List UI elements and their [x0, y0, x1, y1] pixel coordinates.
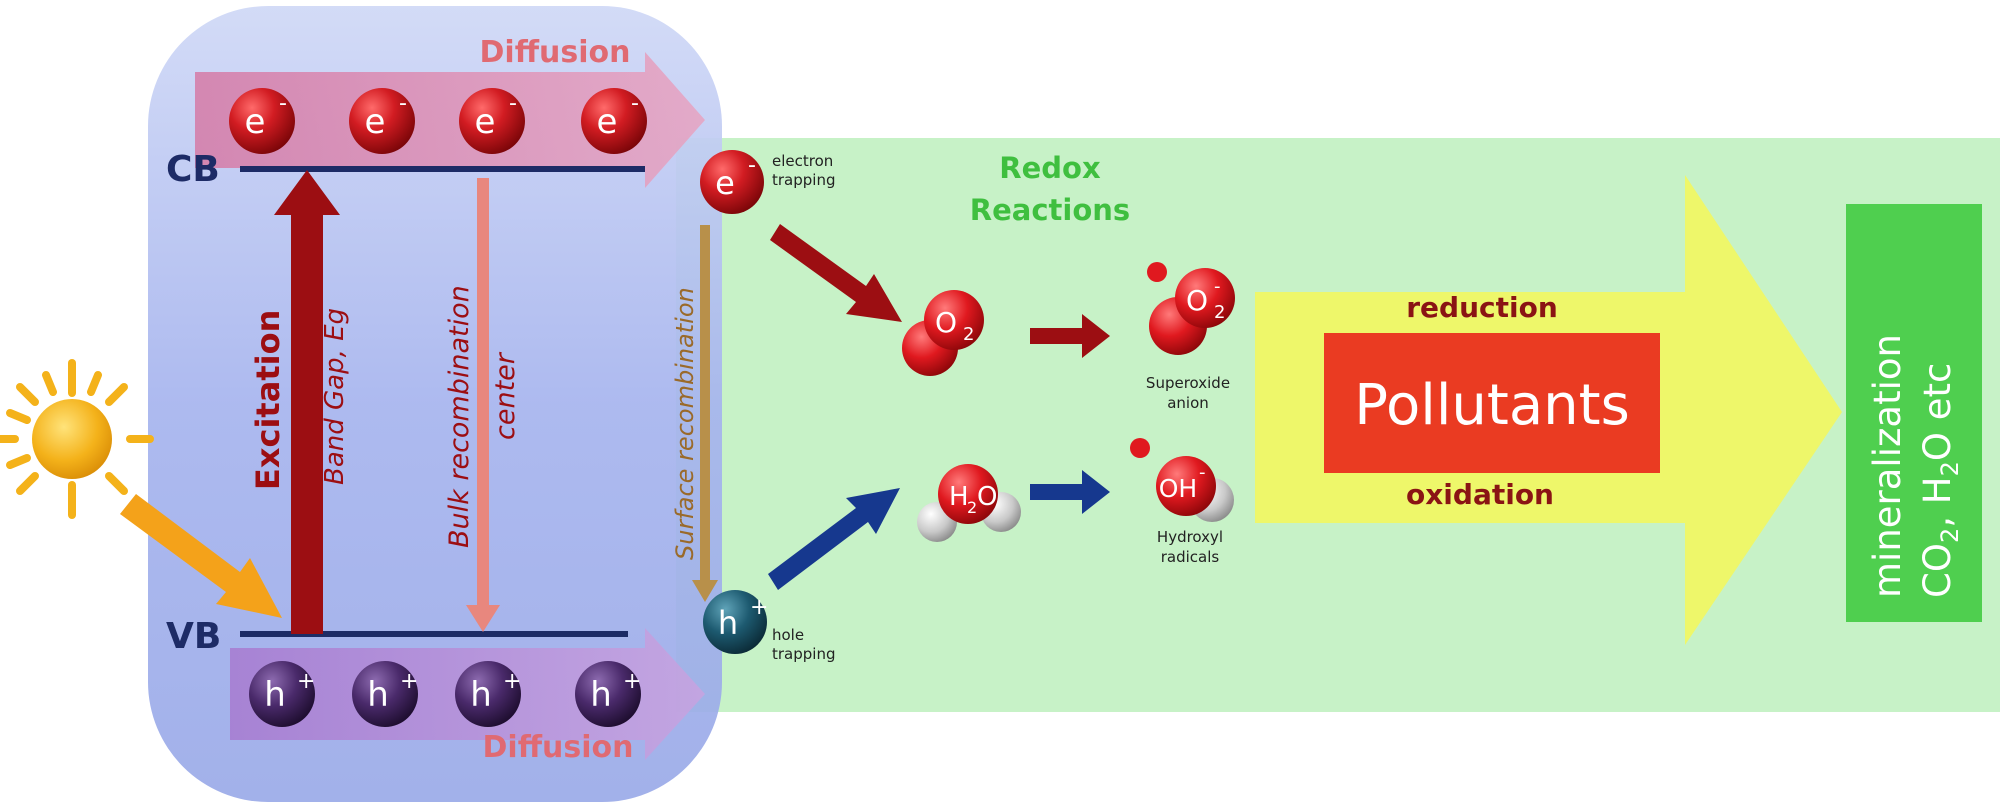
bulk-recombination-label-1: Bulk recombination [444, 285, 475, 548]
trapped-hole: h + [703, 590, 768, 654]
reduction-label: reduction [1406, 291, 1558, 324]
mineralization-box [1846, 204, 1982, 622]
superoxide-label: O [1186, 284, 1208, 317]
electron-trapping-label-2: trapping [772, 171, 835, 189]
electron-to-oxygen-arrow [770, 224, 902, 322]
oxygen-to-superoxide-arrow [1030, 314, 1110, 358]
band-gap-label: Band Gap, Eg [320, 308, 350, 485]
pollutants-box [1324, 333, 1660, 473]
trapped-hole-label: h [718, 604, 738, 642]
hole-1: h + [249, 661, 315, 727]
bulk-recombination-arrow [466, 178, 500, 632]
hole-to-water-arrow [768, 488, 900, 590]
excitation-arrow [274, 170, 340, 634]
hole-3-charge: + [503, 669, 521, 694]
water-subscript: 2 [967, 498, 977, 517]
diffusion-bottom-label: Diffusion [483, 730, 634, 765]
electron-4: e - [581, 88, 647, 154]
hole-2: h + [352, 661, 418, 727]
superoxide-caption-2: anion [1167, 394, 1209, 412]
hole-3: h + [455, 661, 521, 727]
hydroxyl-caption-2: radicals [1161, 548, 1220, 566]
water-molecule: H 2 O [917, 464, 1021, 542]
electron-1-label: e [245, 102, 266, 142]
electron-2: e - [349, 88, 415, 154]
hole-1-charge: + [297, 669, 315, 694]
trapped-hole-charge: + [750, 595, 768, 620]
trapped-electron-charge: - [748, 153, 756, 178]
redox-title-2: Reactions [970, 193, 1130, 227]
surface-recombination-arrow [692, 225, 718, 602]
pollutants-label: Pollutants [1354, 373, 1630, 438]
light-arrow [120, 494, 282, 618]
mineralization-products: CO2, H2O etc [1916, 363, 1964, 598]
hole-2-label: h [367, 675, 389, 715]
electron-4-label: e [597, 102, 618, 142]
trapped-electron: e - [700, 150, 764, 214]
surface-recombination-label: Surface recombination [671, 287, 699, 560]
hole-4: h + [575, 661, 641, 727]
water-h-label: H [949, 482, 969, 512]
diffusion-arrow-top [195, 52, 705, 188]
oxidation-label: oxidation [1406, 478, 1554, 511]
water-to-hydroxyl-arrow [1030, 470, 1110, 514]
hydroxyl-charge: - [1199, 462, 1206, 483]
redox-title-1: Redox [999, 151, 1101, 185]
cb-label: CB [166, 149, 220, 190]
hole-4-label: h [590, 675, 612, 715]
mineralization-label: mineralization [1866, 334, 1909, 598]
oxygen-label: O [935, 306, 957, 339]
water-o-label: O [977, 482, 997, 512]
superoxide-radical: O - 2 [1147, 262, 1235, 355]
excitation-label: Excitation [249, 310, 287, 490]
superoxide-subscript: 2 [1214, 302, 1225, 323]
hydroxyl-caption-1: Hydroxyl [1157, 528, 1223, 546]
electron-3-charge: - [509, 91, 517, 116]
hole-trapping-label-2: trapping [772, 645, 835, 663]
electron-3-label: e [475, 102, 496, 142]
hole-4-charge: + [623, 669, 641, 694]
hole-1-label: h [264, 675, 286, 715]
electron-3: e - [459, 88, 525, 154]
superoxide-caption-1: Superoxide [1146, 374, 1230, 392]
oxygen-molecule: O 2 [902, 290, 984, 376]
oxygen-subscript: 2 [963, 324, 974, 345]
electron-1: e - [229, 88, 295, 154]
mineralization-products-text: CO2, H2O etc [1916, 363, 1964, 598]
hydroxyl-radical: OH - [1130, 438, 1234, 522]
electron-trapping-label-1: electron [772, 152, 833, 170]
bulk-recombination-label-2: center [490, 351, 521, 440]
sun-icon [0, 359, 154, 519]
hydroxyl-label: OH [1159, 474, 1197, 503]
electron-1-charge: - [279, 91, 287, 116]
hole-trapping-label-1: hole [772, 626, 804, 644]
hole-3-label: h [470, 675, 492, 715]
electron-4-charge: - [631, 91, 639, 116]
hole-2-charge: + [400, 669, 418, 694]
superoxide-charge: - [1214, 276, 1221, 297]
electron-2-label: e [365, 102, 386, 142]
diffusion-top-label: Diffusion [480, 35, 631, 70]
vb-label: VB [166, 616, 221, 657]
trapped-electron-label: e [715, 164, 735, 202]
electron-2-charge: - [399, 91, 407, 116]
